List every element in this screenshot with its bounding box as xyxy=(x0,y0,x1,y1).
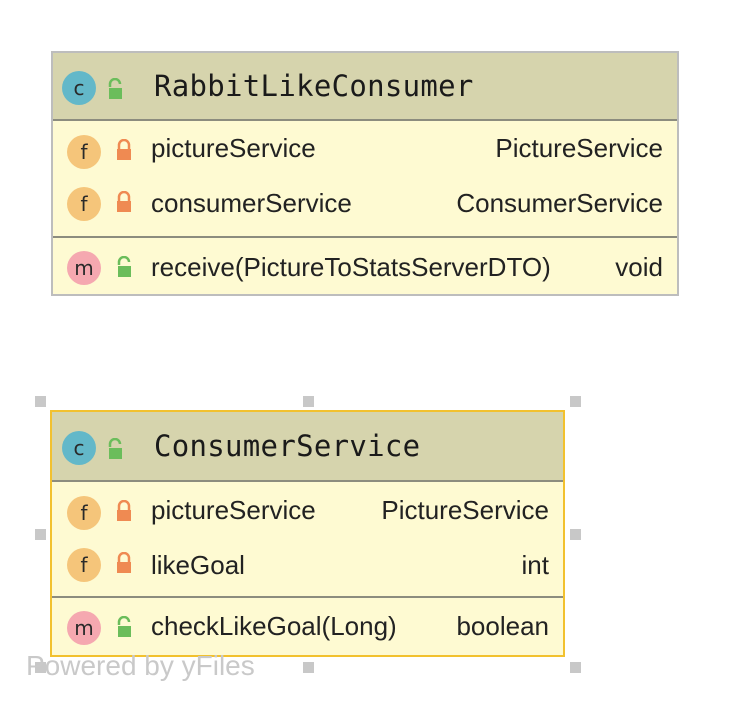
resize-handle-right[interactable] xyxy=(570,529,581,540)
field-name: likeGoal xyxy=(151,550,245,580)
private-lock-icon xyxy=(117,500,131,521)
public-lock-icon xyxy=(117,616,131,637)
class-name: RabbitLikeConsumer xyxy=(154,69,474,103)
method-name: checkLikeGoal(Long) xyxy=(151,611,397,641)
field-icon: f xyxy=(67,496,101,530)
resize-handle-bottom[interactable] xyxy=(303,662,314,673)
field-name: pictureService xyxy=(151,494,316,525)
field-icon: f xyxy=(67,548,101,582)
field-type: int xyxy=(521,550,549,580)
resize-handle-left[interactable] xyxy=(35,529,46,540)
field-type: ConsumerService xyxy=(456,188,663,218)
section-divider xyxy=(53,236,677,238)
class-header[interactable]: c RabbitLikeConsumer xyxy=(53,53,677,121)
public-lock-icon xyxy=(108,78,122,99)
resize-handle-bottom-right[interactable] xyxy=(570,662,581,673)
watermark: Powered by yFiles xyxy=(26,650,255,681)
method-return-type: boolean xyxy=(456,611,549,641)
private-lock-icon xyxy=(117,552,131,573)
public-lock-icon xyxy=(117,256,131,277)
field-type: PictureService xyxy=(381,494,549,525)
field-row[interactable]: f pictureService PictureService xyxy=(52,482,563,538)
class-icon: c xyxy=(62,431,96,465)
method-row[interactable]: m checkLikeGoal(Long) boolean xyxy=(52,598,563,655)
field-row[interactable]: f pictureService PictureService xyxy=(53,121,677,176)
method-icon: m xyxy=(67,611,101,645)
field-name: pictureService xyxy=(151,133,316,163)
field-row[interactable]: f consumerService ConsumerService xyxy=(53,176,677,231)
resize-handle-top-left[interactable] xyxy=(35,396,46,407)
class-icon: c xyxy=(62,71,96,105)
method-icon: m xyxy=(67,251,101,285)
class-box-rabbit-like-consumer[interactable]: c RabbitLikeConsumer f pictureService Pi… xyxy=(51,51,679,296)
field-row[interactable]: f likeGoal int xyxy=(52,538,563,593)
class-box-consumer-service[interactable]: c ConsumerService f pictureService Pictu… xyxy=(50,410,565,657)
resize-handle-top[interactable] xyxy=(303,396,314,407)
class-name: ConsumerService xyxy=(154,429,421,463)
public-lock-icon xyxy=(108,438,122,459)
section-divider xyxy=(52,596,563,598)
method-row[interactable]: m receive(PictureToStatsServerDTO) void xyxy=(53,238,677,296)
private-lock-icon xyxy=(117,191,131,212)
resize-handle-bottom-left[interactable] xyxy=(35,662,46,673)
field-name: consumerService xyxy=(151,188,352,218)
class-header[interactable]: c ConsumerService xyxy=(52,412,563,482)
field-icon: f xyxy=(67,187,101,221)
field-type: PictureService xyxy=(495,133,663,163)
resize-handle-top-right[interactable] xyxy=(570,396,581,407)
method-return-type: void xyxy=(615,251,663,282)
method-name: receive(PictureToStatsServerDTO) xyxy=(151,251,551,282)
field-icon: f xyxy=(67,135,101,169)
private-lock-icon xyxy=(117,139,131,160)
